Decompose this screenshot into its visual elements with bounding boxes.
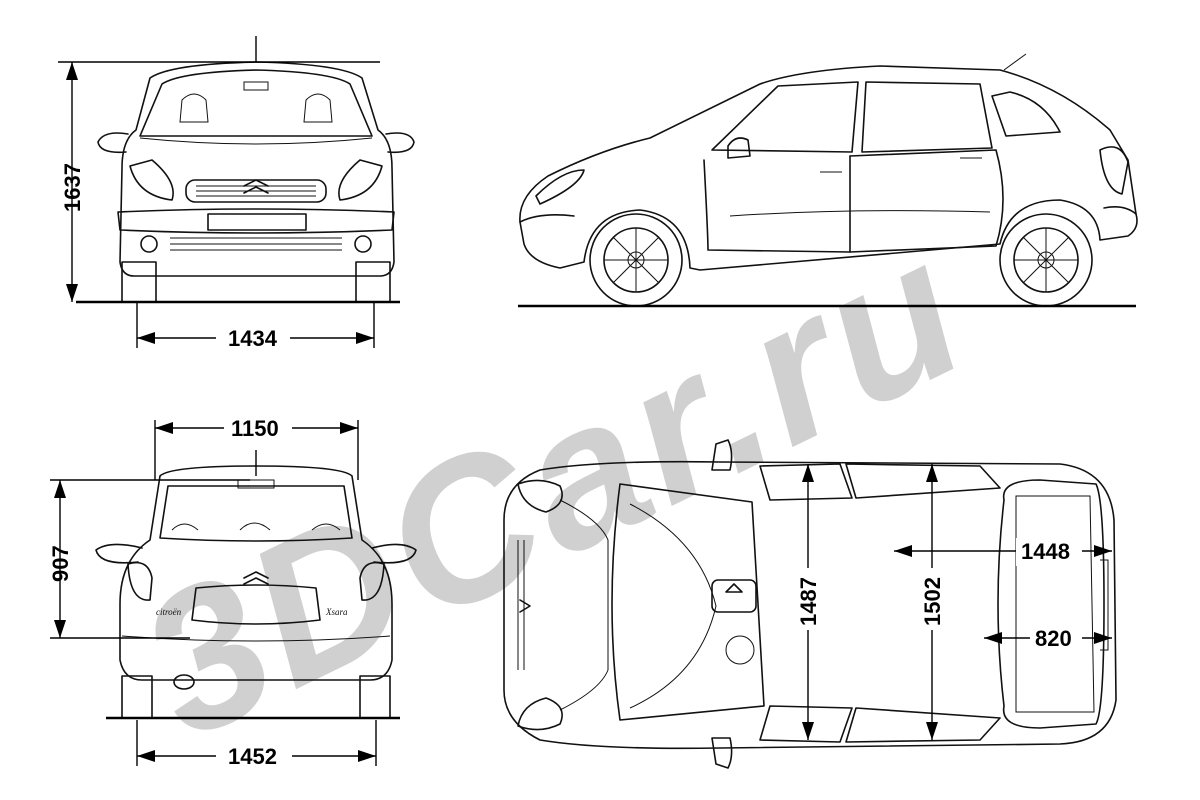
rear-badge-left: citroën [156,607,182,617]
top-width-front-seat-label: 1487 [796,577,821,626]
front-track-label: 1434 [228,326,278,351]
rear-height-label: 907 [48,545,73,582]
front-height-label: 1637 [60,163,85,212]
rear-roof-width-label: 1150 [231,416,279,441]
car-side-view-icon [518,53,1138,308]
top-width-rear-seat-label: 1502 [920,577,945,626]
car-front-view-icon: 1637 1434 [58,36,415,351]
watermark-text: 3DCar.ru [109,194,999,781]
rear-badge-right: Xsara [325,607,348,617]
watermark: 3DCar.ru [109,194,999,781]
top-trunk-width-label: 820 [1035,626,1072,651]
rear-track-label: 1452 [228,744,277,769]
car-rear-view-icon: citroën Xsara 1150 907 1452 [48,416,417,769]
car-top-view-icon: 1487 1502 1448 820 [503,439,1117,769]
top-trunk-length-label: 1448 [1021,539,1070,564]
